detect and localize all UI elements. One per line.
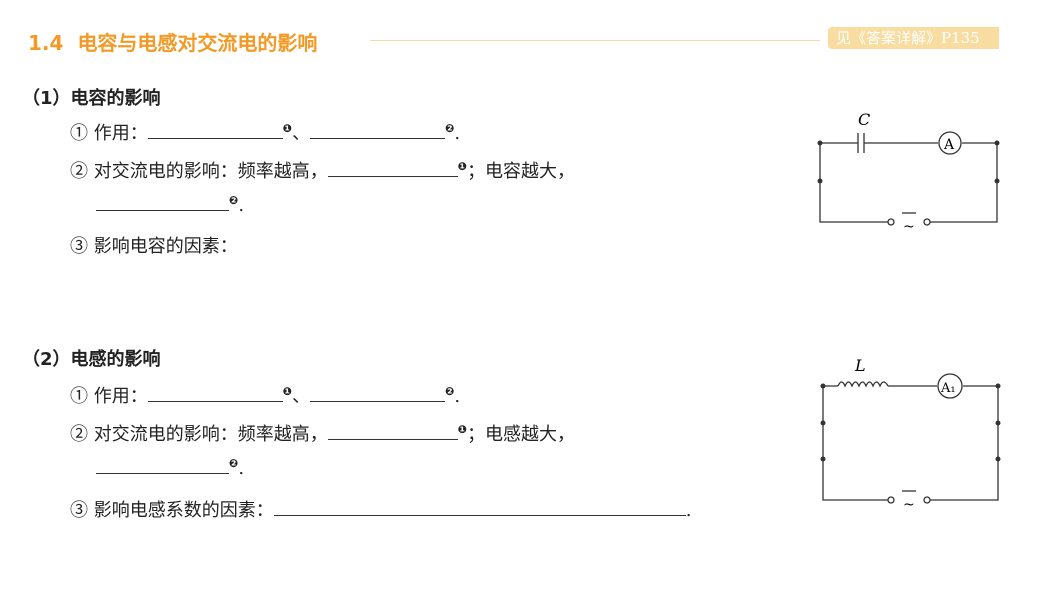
section1-item2-cont: ❷. bbox=[96, 194, 244, 216]
capacitor-label: C bbox=[858, 110, 870, 129]
ac-source-label: ~ bbox=[903, 219, 915, 235]
section2-item3: ③ 影响电感系数的因素：. bbox=[70, 500, 692, 521]
section2-item1: ① 作用：❶、❷. bbox=[70, 385, 461, 407]
ammeter-label: A bbox=[943, 137, 955, 153]
ammeter-label: A₁ bbox=[940, 381, 956, 396]
section2-heading: （2）电感的影响 bbox=[22, 349, 161, 370]
inductor-label: L bbox=[854, 356, 866, 375]
answer-reference-tag: 见《答案详解》P135 bbox=[828, 27, 999, 49]
section1-item3: ③ 影响电容的因素： bbox=[70, 236, 238, 257]
section2-item2: ② 对交流电的影响：频率越高，❶；电感越大， bbox=[70, 423, 576, 445]
ac-source-label: ~ bbox=[903, 497, 915, 513]
capacitor-circuit-diagram: C A ~ bbox=[817, 110, 1000, 235]
section1-heading: （1）电容的影响 bbox=[22, 88, 161, 109]
section1-item2: ② 对交流电的影响：频率越高，❶；电容越大， bbox=[70, 160, 576, 182]
inductor-circuit-diagram: L A₁ ~ bbox=[820, 356, 1001, 513]
title-rule bbox=[370, 40, 820, 41]
section2-item2-cont: ❷. bbox=[96, 457, 244, 479]
section1-item1: ① 作用：❶、❷. bbox=[70, 122, 461, 144]
